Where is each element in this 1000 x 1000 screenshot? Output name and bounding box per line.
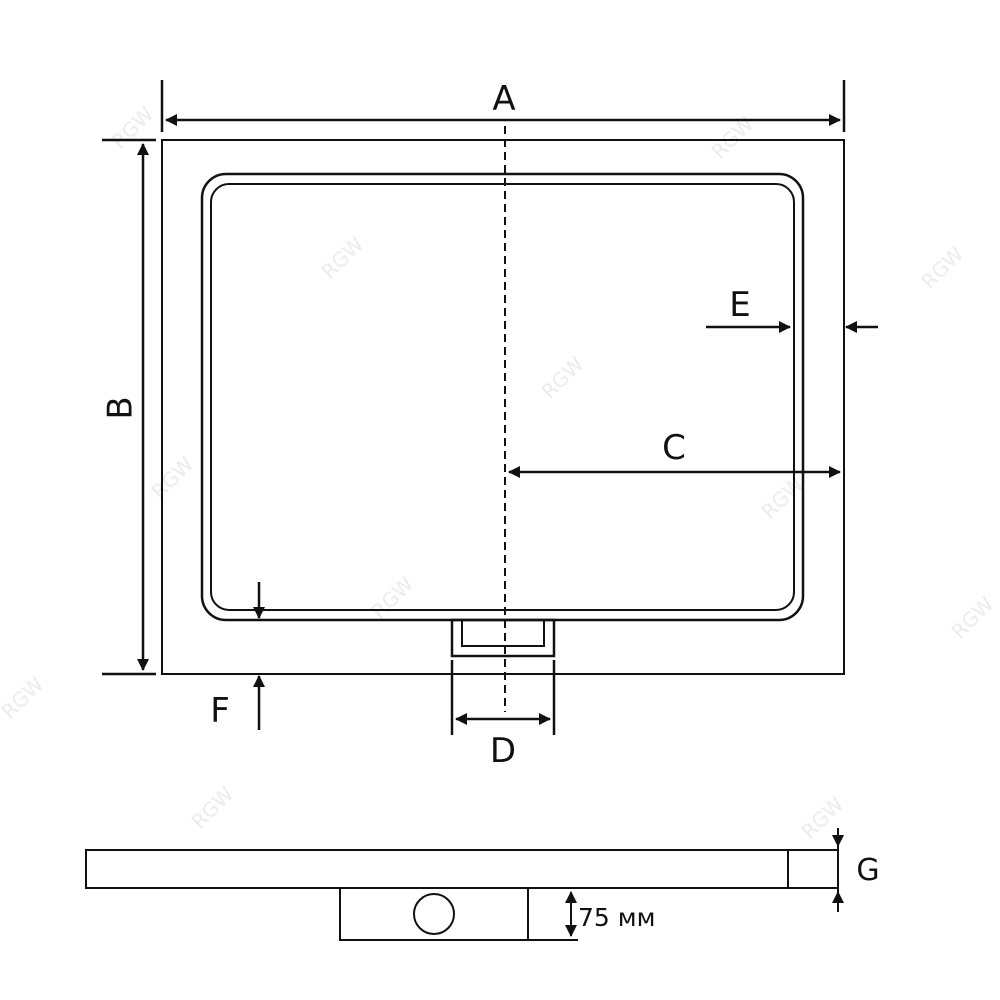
label-f: F: [210, 691, 230, 731]
watermark-8: RGW: [367, 572, 419, 624]
side-tray-slab: [85, 849, 789, 889]
watermark-4: RGW: [917, 242, 969, 294]
tray-outline: [161, 139, 845, 675]
watermark-7: RGW: [757, 472, 809, 524]
watermark-5: RGW: [537, 352, 589, 404]
watermark-10: RGW: [0, 672, 48, 724]
watermark-1: RGW: [107, 102, 159, 154]
watermark-12: RGW: [797, 792, 849, 844]
label-a: A: [492, 79, 515, 119]
watermark-9: RGW: [947, 592, 999, 644]
label-d: D: [490, 731, 516, 771]
side-drain-body: [339, 887, 529, 941]
drain-pipe-icon: [413, 893, 455, 935]
watermark-11: RGW: [187, 782, 239, 834]
basin-outer-edge: [200, 172, 805, 622]
label-c: C: [662, 428, 686, 468]
label-g: G: [856, 853, 879, 888]
label-e: E: [729, 285, 750, 325]
label-drain-height: 75 мм: [578, 903, 655, 932]
top-view: [102, 80, 878, 735]
drain-housing: [450, 618, 556, 658]
side-view: [85, 828, 844, 941]
drain-opening: [461, 619, 545, 647]
basin-inner-edge: [210, 183, 795, 611]
watermark-6: RGW: [147, 452, 199, 504]
watermark-3: RGW: [317, 232, 369, 284]
label-b: B: [101, 396, 141, 419]
